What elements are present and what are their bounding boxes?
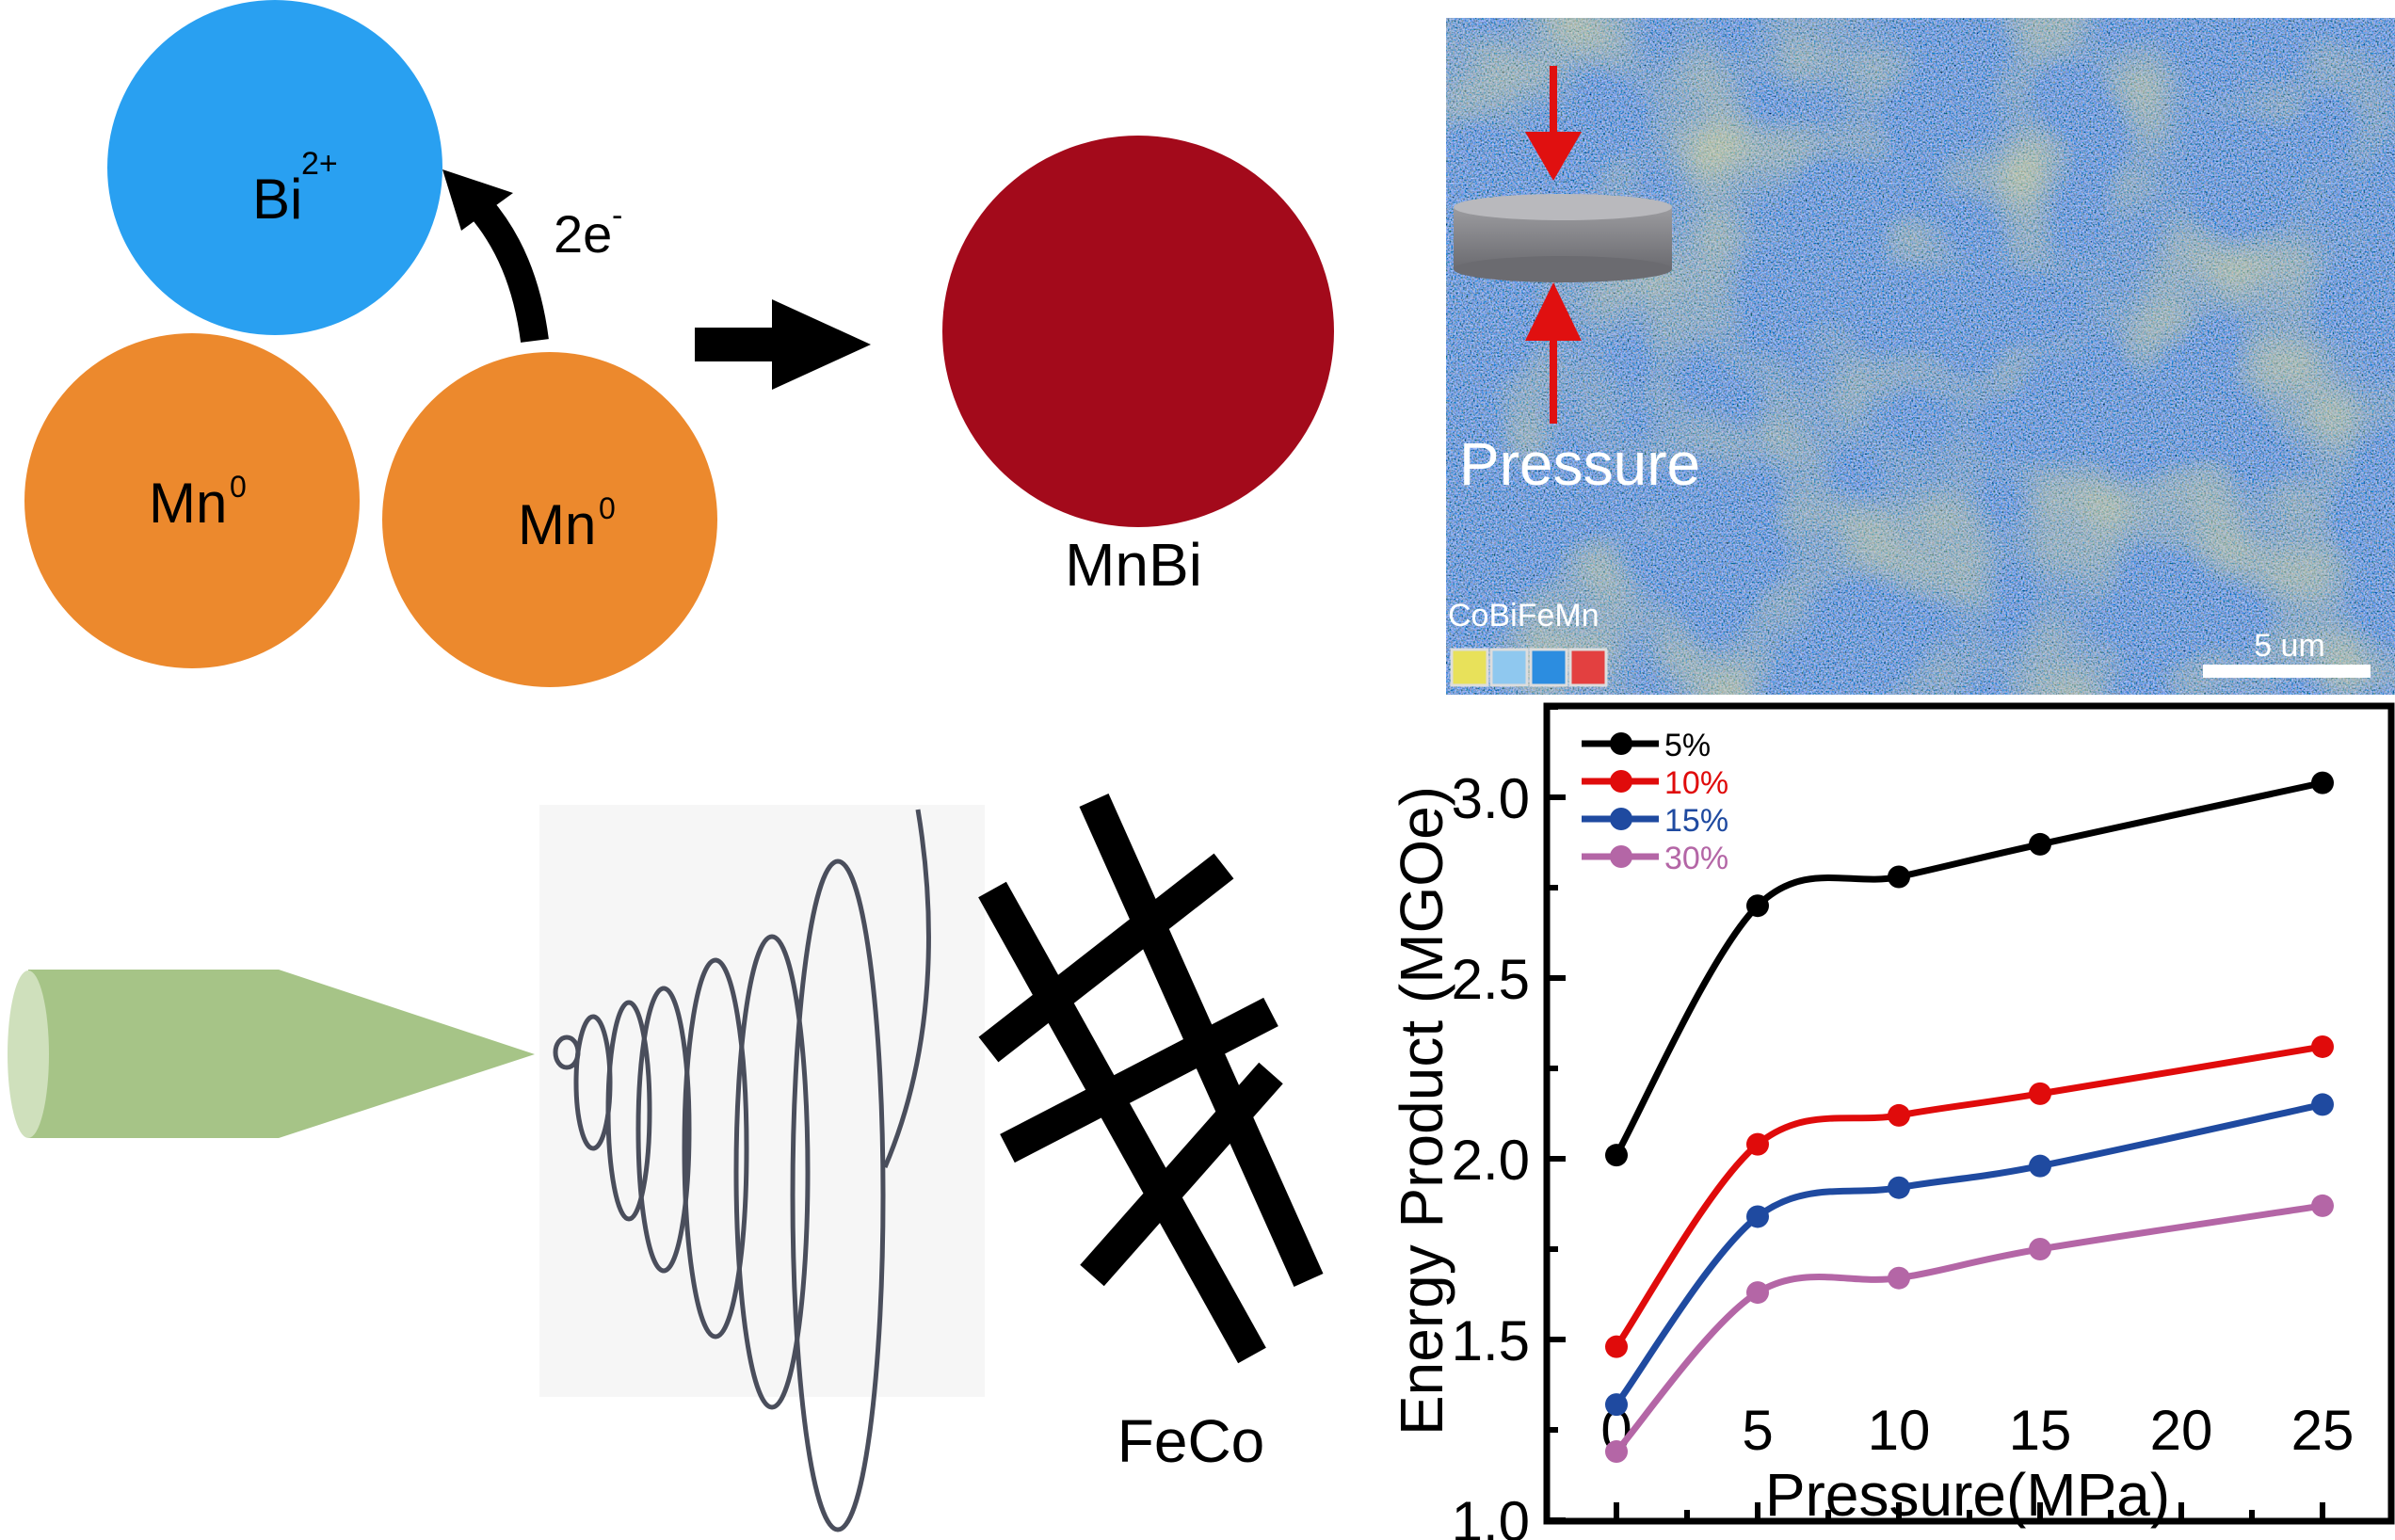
data-point <box>1888 1266 1910 1290</box>
legend-item: 15% <box>1582 803 1728 839</box>
legend-label: 10% <box>1664 765 1728 801</box>
series-line <box>1614 1202 2323 1454</box>
data-point <box>1746 1281 1769 1305</box>
data-point <box>2311 1093 2334 1116</box>
electrospinning-nozzle-icon <box>8 970 535 1138</box>
x-tick-label: 20 <box>2150 1399 2213 1462</box>
data-point <box>1605 1335 1628 1358</box>
data-point <box>1605 1440 1628 1464</box>
data-point <box>1888 865 1910 889</box>
bi-label: Bi <box>252 168 302 231</box>
legend-label: 30% <box>1664 841 1728 876</box>
scale-bar <box>2203 665 2371 678</box>
legend-item: 30% <box>1582 841 1728 876</box>
y-tick-label: 1.0 <box>1452 1490 1530 1540</box>
y-tick-label: 3.0 <box>1452 767 1530 830</box>
legend-marker <box>1610 845 1632 868</box>
legend-marker <box>1610 732 1632 755</box>
mn-atom-right <box>382 352 717 687</box>
mnbi-label: MnBi <box>1065 531 1202 599</box>
elements-legend-label: CoBiFeMn <box>1448 598 1599 634</box>
series-line <box>1614 1100 2323 1407</box>
reaction-scheme: Bi 2+ Mn 0 Mn 0 2e - MnBi <box>24 0 1334 687</box>
feco-label: FeCo <box>1117 1407 1265 1475</box>
series-5% <box>1605 771 2334 1167</box>
pressure-label: Pressure <box>1459 430 1700 498</box>
bi-atom <box>107 0 442 335</box>
fiber-spiral-image <box>539 805 985 1532</box>
electron-charge: - <box>612 198 622 233</box>
x-tick-label: 25 <box>2291 1399 2355 1462</box>
x-tick-label: 5 <box>1742 1399 1773 1462</box>
reaction-arrow-icon <box>695 299 871 390</box>
data-point <box>2311 771 2334 794</box>
pressure-arrow-up-icon <box>1525 282 1582 424</box>
legend-label: 15% <box>1664 803 1728 839</box>
legend-marker <box>1610 770 1632 793</box>
data-point <box>1888 1176 1910 1199</box>
data-point <box>1746 1205 1769 1228</box>
mnbi-particle <box>942 136 1334 527</box>
data-point <box>2029 1238 2051 1260</box>
y-tick-label: 2.0 <box>1452 1129 1530 1192</box>
series-15% <box>1605 1093 2334 1417</box>
legend-item: 5% <box>1582 728 1711 763</box>
data-point <box>2311 1035 2334 1058</box>
data-point <box>2029 1082 2051 1105</box>
data-point <box>2029 1154 2051 1178</box>
series-10% <box>1605 1035 2334 1358</box>
legend-item: 10% <box>1582 765 1728 801</box>
mn-charge-right: 0 <box>599 491 616 525</box>
data-point <box>1746 1132 1769 1156</box>
x-tick-label: 15 <box>2009 1399 2072 1462</box>
data-point <box>1746 894 1769 918</box>
data-point <box>1888 1103 1910 1127</box>
series-30% <box>1605 1194 2334 1464</box>
series-line <box>1614 1043 2323 1349</box>
pressure-arrow-down-icon <box>1525 66 1582 181</box>
bi-charge: 2+ <box>301 146 338 182</box>
y-tick-label: 1.5 <box>1452 1309 1530 1372</box>
mn-atom-left <box>24 333 360 668</box>
mn-label-left: Mn <box>149 472 227 535</box>
legend-marker <box>1610 808 1632 830</box>
scale-bar-label: 5 um <box>2254 628 2325 664</box>
data-point <box>2029 832 2051 856</box>
y-axis-label: Energy Product (MGOe) <box>1388 786 1455 1436</box>
y-tick-label: 2.5 <box>1452 948 1530 1011</box>
element-swatches <box>1450 648 1608 687</box>
electron-label: 2e <box>554 204 612 264</box>
data-point <box>1605 1393 1628 1417</box>
x-tick-label: 10 <box>1868 1399 1931 1462</box>
eds-micrograph: Pressure CoBiFeMn 5 um <box>1446 18 2395 695</box>
data-point <box>1605 1144 1628 1167</box>
electron-transfer-arrow-icon <box>442 169 549 343</box>
legend-label: 5% <box>1664 728 1711 763</box>
mn-label-right: Mn <box>518 493 596 556</box>
feco-mesh-icon <box>978 794 1324 1364</box>
x-axis-label: Pressure(MPa) <box>1765 1461 2170 1529</box>
mn-charge-left: 0 <box>230 470 247 504</box>
press-cylinder-icon <box>1454 194 1672 282</box>
data-point <box>2311 1194 2334 1217</box>
